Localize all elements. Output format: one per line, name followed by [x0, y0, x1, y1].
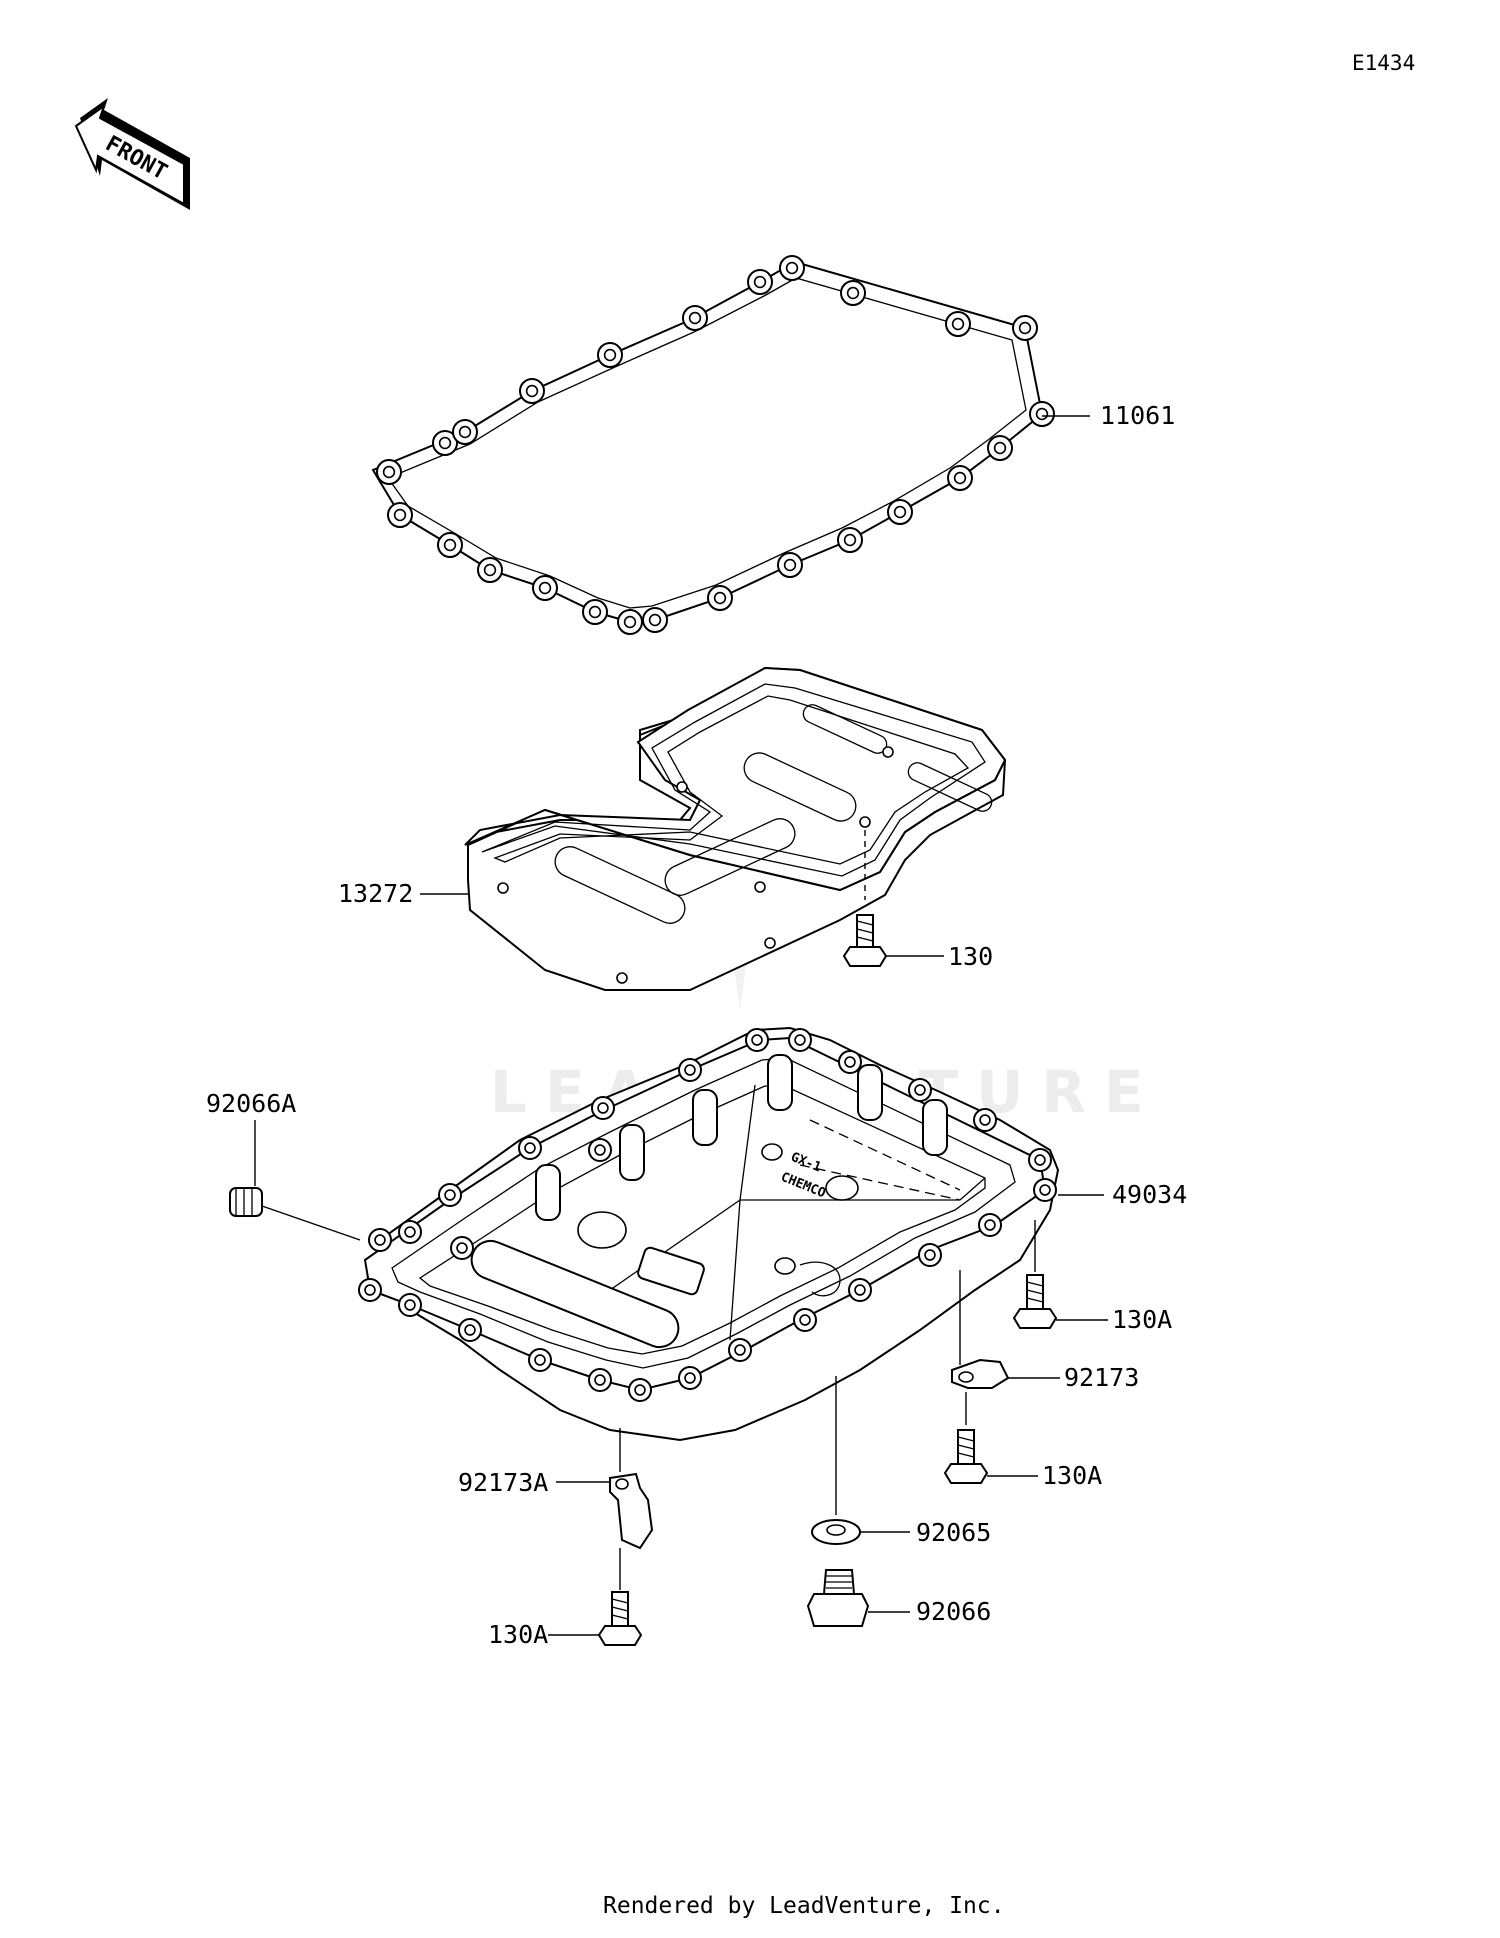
right-bolt-lower: [943, 1429, 1038, 1484]
pan-rib: [767, 1054, 793, 1111]
callout-130a-lower: 130A: [1042, 1461, 1102, 1490]
callout-130a-left: 130A: [488, 1620, 548, 1649]
callout-92066a: 92066A: [206, 1089, 296, 1118]
plug-92066a: [229, 1120, 361, 1241]
oil-baffle-plate: [464, 666, 1007, 991]
callout-11061: 11061: [1100, 401, 1175, 430]
pan-rib: [922, 1099, 948, 1156]
callout-92065: 92065: [916, 1518, 991, 1547]
callout-13272: 13272: [338, 879, 413, 908]
callout-130a-upper: 130A: [1112, 1305, 1172, 1334]
left-bolt: [548, 1591, 643, 1646]
callout-49034: 49034: [1112, 1180, 1187, 1209]
pan-rib: [692, 1089, 718, 1146]
pan-rib: [535, 1164, 561, 1221]
baffle-plate-bolt: [842, 830, 944, 967]
callout-92173a: 92173A: [458, 1468, 548, 1497]
pan-rib: [619, 1124, 645, 1181]
drain-washer-and-plug: [806, 1376, 910, 1627]
pan-rib: [857, 1064, 883, 1121]
right-bolt-upper: [1012, 1220, 1108, 1329]
clamp-92173: [951, 1270, 1060, 1425]
oil-pan-gasket: [371, 255, 1055, 635]
callout-130: 130: [948, 942, 993, 971]
callout-92066: 92066: [916, 1597, 991, 1626]
oil-pan: GX-1 CHEMCO: [358, 1026, 1060, 1442]
clamp-92173a: [556, 1428, 654, 1590]
callout-92173: 92173: [1064, 1363, 1139, 1392]
diagram-code: E1434: [1352, 51, 1415, 75]
front-direction-arrow-icon: FRONT: [74, 98, 190, 210]
footer-credit: Rendered by LeadVenture, Inc.: [603, 1893, 1005, 1919]
